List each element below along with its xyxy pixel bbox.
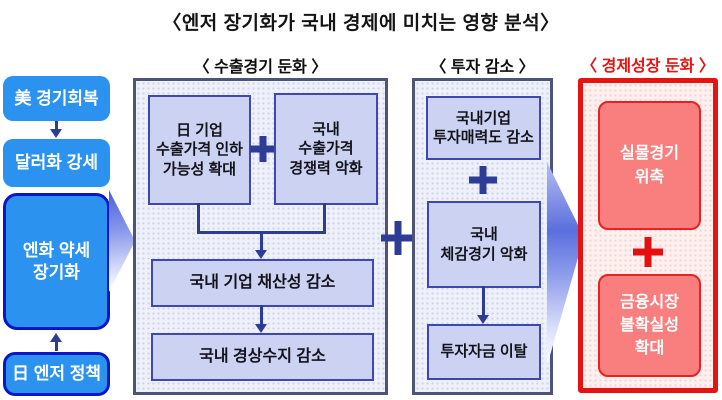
us-recovery-box: 美 경기회복 [3,76,110,121]
box-text-line: 실물경기 [620,145,679,163]
box-text-line: 위축 [634,168,665,186]
down-arrow-icon [255,233,267,259]
box-text-line: 가능성 확대 [162,160,237,178]
invest-section-header: 〈 투자 감소 〉 [430,59,535,76]
box-text-line: 日 기업 [176,121,223,139]
down-arrow-icon [255,305,267,333]
korea-export-competitiveness-box: 국내 수출가격 경쟁력 악화 [274,93,378,205]
sentiment-deterioration-box: 국내 체감경기 악화 [427,201,541,288]
export-slowdown-panel: 日 기업 수출가격 인하 가능성 확대 국내 수출가격 경쟁력 악화 국내 기업… [133,78,388,395]
box-text-line: 확대 [634,340,665,358]
financial-uncertainty-box: 금융시장 불확실성 확대 [598,274,701,377]
plus-icon [250,136,276,162]
connector-line [197,203,200,234]
real-economy-contraction-box: 실물경기 위축 [598,101,701,230]
box-text-line: 금융시장 [620,293,679,311]
right-gradient-arrow-icon [109,190,135,292]
diagram-title: 〈엔저 장기화가 국내 경제에 미치는 영향 분석〉 [162,13,560,34]
box-text-line: 장기화 [33,262,80,282]
plus-icon [469,166,497,194]
box-text: 달러화 강세 [15,153,98,173]
korea-current-account-box: 국내 경상수지 감소 [151,333,374,381]
up-arrow-icon [50,333,62,351]
box-text: 日 엔저 정책 [11,364,101,384]
box-text-line: 투자매력도 감소 [433,129,534,146]
growth-slowdown-panel: 실물경기 위축 금융시장 불확실성 확대 [578,78,718,393]
capital-outflow-box: 투자자금 이탈 [427,324,541,380]
box-text-line: 수출가격 인하 [156,141,243,159]
box-text: 투자자금 이탈 [440,343,528,361]
box-text-line: 불확실성 [620,316,679,334]
box-text-line: 엔화 약세 [22,241,91,261]
box-text-line: 체감경기 악화 [440,245,528,263]
yen-weakness-box: 엔화 약세 장기화 [3,193,110,330]
box-text-line: 국내 [312,120,340,138]
box-text: 美 경기회복 [14,88,99,108]
box-text-line: 국내기업 [455,109,512,127]
down-arrow-icon [50,121,62,138]
box-text: 국내 경상수지 감소 [199,347,326,365]
box-text: 국내 기업 채산성 감소 [189,273,336,291]
box-text-line: 수출가격 [298,140,354,158]
export-section-header: 〈 수출경기 둔화 〉 [193,59,328,76]
plus-icon [633,237,663,267]
box-text-line: 국내 [470,226,498,243]
japan-policy-box: 日 엔저 정책 [3,352,110,396]
investment-decrease-panel: 국내기업 투자매력도 감소 국내 체감경기 악화 투자자금 이탈 [412,78,553,395]
connector-line [197,231,326,234]
korea-profitability-box: 국내 기업 채산성 감소 [151,259,374,307]
dollar-strength-box: 달러화 강세 [3,139,110,187]
growth-section-header: 〈 경제성장 둔화 〉 [581,58,715,75]
down-arrow-icon [477,286,489,324]
box-text-line: 경쟁력 악화 [289,159,363,177]
connector-line [323,203,326,234]
japan-export-price-cut-box: 日 기업 수출가격 인하 가능성 확대 [148,95,251,205]
investment-attractiveness-box: 국내기업 투자매력도 감소 [426,96,541,160]
plus-icon [381,221,415,255]
